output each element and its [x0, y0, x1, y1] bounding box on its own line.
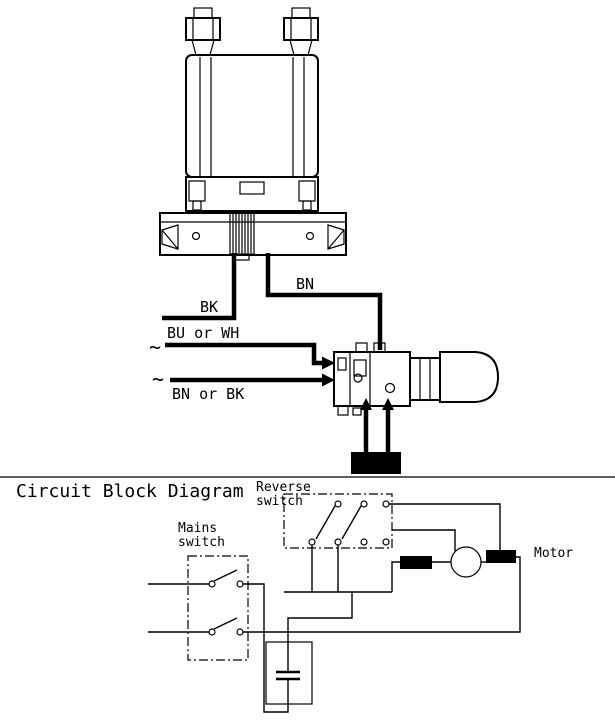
circuit-block-diagram: Circuit Block Diagram Reverse switch Mai… — [16, 480, 573, 713]
bracket-body — [283, 17, 319, 41]
bracket-body — [185, 17, 221, 41]
bracket-foot — [289, 39, 313, 56]
wire-bk — [162, 253, 237, 321]
switch-contact — [208, 628, 216, 636]
motor-winding-wire — [392, 529, 456, 551]
pump-detail-block — [337, 357, 347, 371]
ac-symbol: ~ — [152, 367, 164, 391]
switch-contact — [334, 500, 342, 508]
motor-choke-right — [486, 550, 516, 563]
arrowhead-icon — [382, 398, 394, 410]
reverse-switch: Reverse switch — [256, 480, 393, 549]
pump-detail-block — [353, 359, 367, 377]
pump-top-terminal — [355, 342, 368, 353]
motor-body — [185, 54, 319, 178]
switch-blade — [213, 569, 238, 582]
gearbox-corner-block — [188, 180, 206, 202]
plate-outline — [159, 212, 347, 256]
bracket-cap — [291, 7, 311, 19]
switch-contact — [334, 538, 342, 546]
gearbox-center-block — [239, 181, 265, 195]
left-bar-wire — [391, 561, 400, 592]
mains-switch-label: switch — [178, 535, 225, 550]
plate-bolt — [191, 231, 201, 241]
mounting-bracket-left — [185, 7, 221, 56]
pump-screw — [353, 373, 363, 383]
switch-contact — [382, 538, 390, 546]
wire-bu-or-wh — [165, 342, 322, 366]
mounting-plate — [159, 212, 347, 256]
wire-label-bn-or-bk: BN or BK — [172, 385, 244, 403]
bracket-foot — [191, 39, 215, 56]
motor-top-wire — [389, 503, 501, 550]
switch-blade — [315, 505, 336, 540]
mains-switch-label: Mains — [178, 521, 217, 536]
wire-label-bn: BN — [296, 275, 314, 293]
gearbox-corner-cap — [302, 200, 312, 211]
pump-bottom-plug — [352, 407, 362, 416]
mains-supply-lines: BU or WH ~ ~ BN or BK — [149, 324, 335, 403]
wire-bn — [265, 253, 383, 350]
motor-circle — [450, 546, 482, 578]
plate-clamp-hatch — [327, 229, 345, 250]
circuit-title: Circuit Block Diagram — [16, 481, 244, 502]
arrowhead-icon — [322, 373, 335, 387]
bracket-cap — [193, 7, 213, 19]
reverse-switch-label: switch — [256, 494, 303, 509]
pump-coupling — [409, 357, 441, 401]
motor-symbol: Motor — [400, 546, 573, 578]
switch-blade — [341, 505, 362, 540]
capacitor-feed-wire — [243, 583, 289, 713]
pump-bottom-plug — [337, 405, 349, 416]
motor-choke-left — [400, 556, 432, 569]
switch-contact — [208, 580, 216, 588]
capacitor-return-wire — [287, 592, 353, 672]
switch-contact — [360, 500, 368, 508]
mains-switch-box — [187, 555, 249, 661]
arrowhead-icon — [322, 356, 335, 370]
gearbox-corner-cap — [192, 200, 202, 211]
mounting-bracket-right — [283, 7, 319, 56]
pump-terminal-block — [333, 351, 411, 407]
capacitor-block — [351, 452, 401, 474]
actuator-wires: BN BK — [162, 253, 383, 350]
plate-clamp-hatch — [161, 229, 179, 250]
motor-shell — [185, 54, 319, 178]
arrowhead-icon — [360, 398, 372, 410]
pump-unit — [333, 342, 500, 474]
wire-label-bu-or-wh: BU or WH — [167, 324, 239, 342]
ac-symbol: ~ — [149, 335, 161, 359]
reverse-switch-label: Reverse — [256, 480, 311, 495]
actuator-assembly — [159, 7, 347, 261]
switch-contact — [360, 538, 368, 546]
motor-label: Motor — [534, 546, 573, 561]
bottom-rail-wire — [243, 556, 521, 633]
mains-switch: Mains switch — [148, 521, 249, 661]
switch-contact — [308, 538, 316, 546]
switch-blade — [213, 617, 238, 630]
capacitor-symbol — [265, 641, 313, 705]
switch-contact — [382, 500, 390, 508]
gearbox-housing — [185, 176, 319, 212]
circuit-wires — [243, 503, 521, 713]
switch-contact — [236, 628, 244, 636]
capacitor-box — [265, 641, 313, 705]
valve-stem — [229, 210, 255, 261]
plate-bolt — [305, 231, 315, 241]
gearbox-corner-block — [298, 180, 316, 202]
switch-contact — [236, 580, 244, 588]
pump-screw — [384, 382, 396, 394]
pump-motor-shell — [439, 351, 500, 403]
wire-label-bk: BK — [200, 298, 218, 316]
